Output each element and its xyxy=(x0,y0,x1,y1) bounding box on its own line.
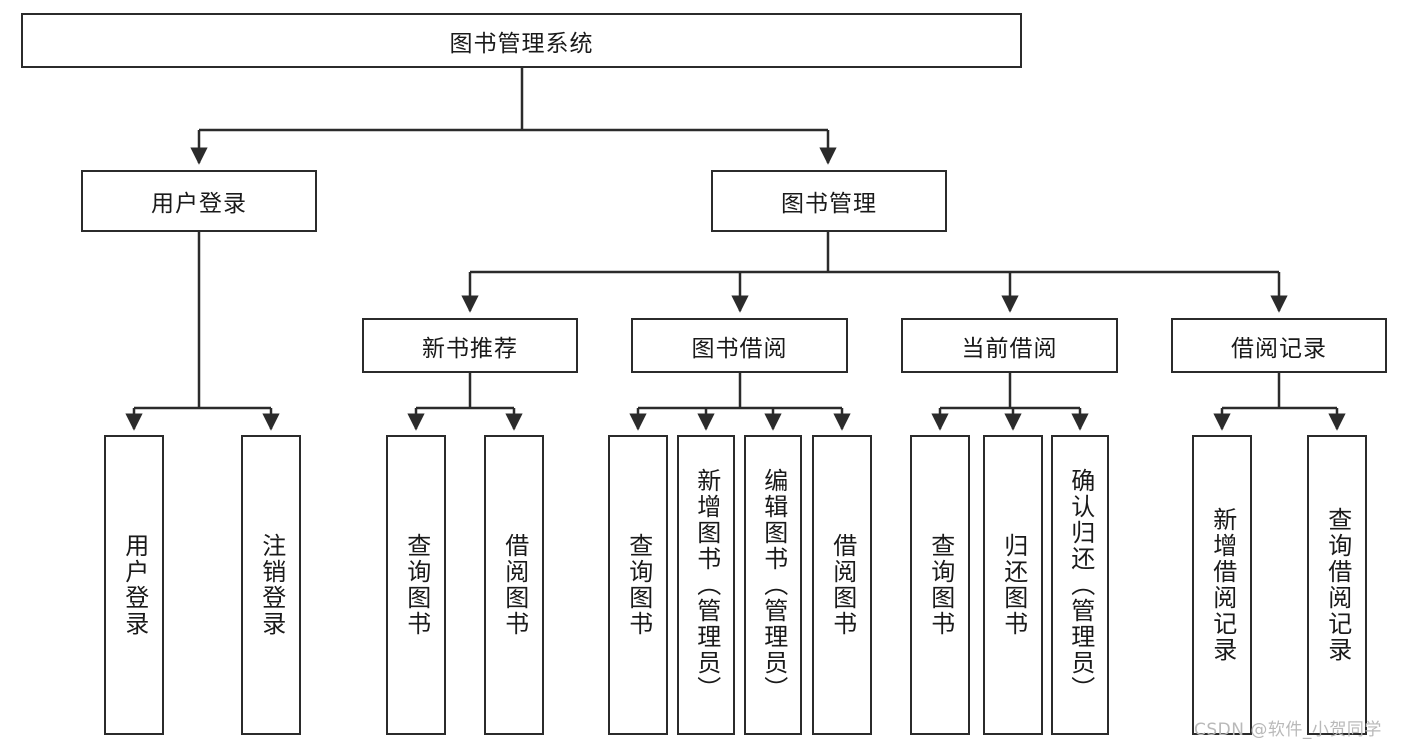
node-user-login-label: 用户登录 xyxy=(151,191,247,217)
leaf-query-book-2-label: 查询图书 xyxy=(624,533,653,637)
leaf-query-book-1[interactable]: 查询图书 xyxy=(386,435,446,735)
leaf-confirm-return[interactable]: 确认归还（管理员） xyxy=(1051,435,1109,735)
leaf-add-book[interactable]: 新增图书（管理员） xyxy=(677,435,735,735)
node-borrow-record-label: 借阅记录 xyxy=(1231,335,1327,362)
leaf-confirm-return-label: 确认归还（管理员） xyxy=(1066,468,1095,702)
node-book-manage[interactable]: 图书管理 xyxy=(711,170,947,232)
leaf-borrow-book-2-label: 借阅图书 xyxy=(828,533,857,637)
node-new-book-recommend[interactable]: 新书推荐 xyxy=(362,318,578,373)
node-book-borrow[interactable]: 图书借阅 xyxy=(631,318,848,373)
leaf-return-book[interactable]: 归还图书 xyxy=(983,435,1043,735)
leaf-logout-label: 注销登录 xyxy=(257,533,286,637)
node-root-label: 图书管理系统 xyxy=(449,30,594,57)
leaf-edit-book[interactable]: 编辑图书（管理员） xyxy=(744,435,802,735)
node-new-book-recommend-label: 新书推荐 xyxy=(422,335,518,362)
leaf-query-book-2[interactable]: 查询图书 xyxy=(608,435,668,735)
leaf-query-record-label: 查询借阅记录 xyxy=(1323,507,1352,663)
leaf-add-record-label: 新增借阅记录 xyxy=(1208,507,1237,663)
leaf-query-book-3[interactable]: 查询图书 xyxy=(910,435,970,735)
leaf-edit-book-label: 编辑图书（管理员） xyxy=(759,468,788,702)
leaf-user-login[interactable]: 用户登录 xyxy=(104,435,164,735)
watermark: CSDN @软件_小贺同学 xyxy=(1194,720,1382,740)
node-book-borrow-label: 图书借阅 xyxy=(691,335,788,362)
node-current-borrow[interactable]: 当前借阅 xyxy=(901,318,1118,373)
leaf-borrow-book-1-label: 借阅图书 xyxy=(500,533,529,637)
node-root[interactable]: 图书管理系统 xyxy=(21,13,1022,68)
node-user-login[interactable]: 用户登录 xyxy=(81,170,317,232)
node-book-manage-label: 图书管理 xyxy=(781,191,877,217)
leaf-query-book-3-label: 查询图书 xyxy=(926,533,955,637)
leaf-user-login-label: 用户登录 xyxy=(120,533,149,637)
leaf-borrow-book-2[interactable]: 借阅图书 xyxy=(812,435,872,735)
leaf-return-book-label: 归还图书 xyxy=(999,533,1028,637)
node-current-borrow-label: 当前借阅 xyxy=(961,335,1058,362)
leaf-borrow-book-1[interactable]: 借阅图书 xyxy=(484,435,544,735)
leaf-query-book-1-label: 查询图书 xyxy=(402,533,431,637)
leaf-logout[interactable]: 注销登录 xyxy=(241,435,301,735)
leaf-add-book-label: 新增图书（管理员） xyxy=(692,468,721,702)
node-borrow-record[interactable]: 借阅记录 xyxy=(1171,318,1387,373)
leaf-add-record[interactable]: 新增借阅记录 xyxy=(1192,435,1252,735)
leaf-query-record[interactable]: 查询借阅记录 xyxy=(1307,435,1367,735)
